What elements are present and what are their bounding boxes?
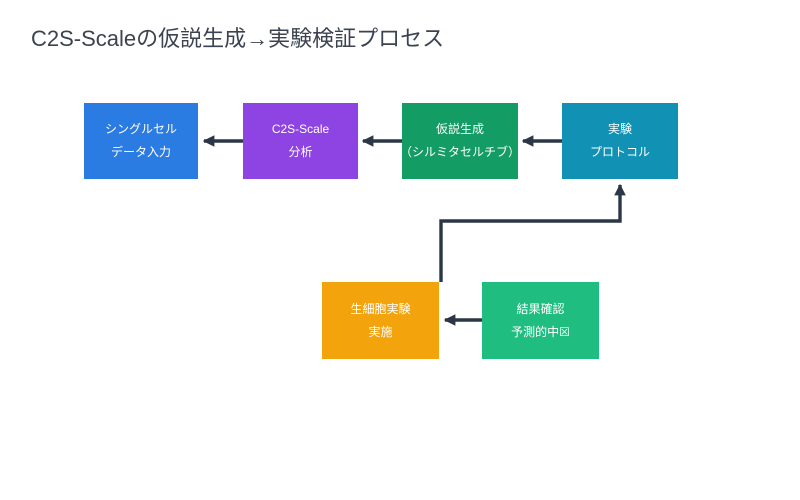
node-label-line2: データ入力 [110, 145, 171, 159]
node-label-line1: C2S-Scale [271, 122, 330, 136]
node-label-line2: 分析 [288, 145, 313, 159]
node-label-line2: （シルミタセルチブ） [400, 145, 521, 159]
node-label-line2: 実施 [368, 324, 393, 339]
node-label-line1: 実験 [607, 122, 632, 136]
node-single-cell-data-input: シングルセル データ入力 [84, 103, 198, 179]
node-label-line2: 予測的中☒ [511, 324, 570, 339]
node-label-line2: プロトコル [589, 145, 650, 159]
edge-experiment-to-protocol [439, 183, 626, 282]
node-c2s-scale-analysis: C2S-Scale 分析 [243, 103, 358, 179]
node-experiment-protocol: 実験 プロトコル [562, 103, 678, 179]
node-label-line1: 仮説生成 [435, 122, 484, 136]
diagram-title: C2S-Scaleの仮説生成→実験検証プロセス [31, 26, 445, 51]
node-result-confirmation: 結果確認 予測的中☒ [482, 282, 599, 359]
node-label-line1: 生細胞実験 [350, 301, 411, 316]
node-label-line1: シングルセル [104, 122, 177, 136]
node-hypothesis-generation: 仮説生成 （シルミタセルチブ） [400, 103, 521, 179]
node-label-line1: 結果確認 [516, 301, 565, 316]
node-live-cell-experiment: 生細胞実験 実施 [322, 282, 439, 359]
